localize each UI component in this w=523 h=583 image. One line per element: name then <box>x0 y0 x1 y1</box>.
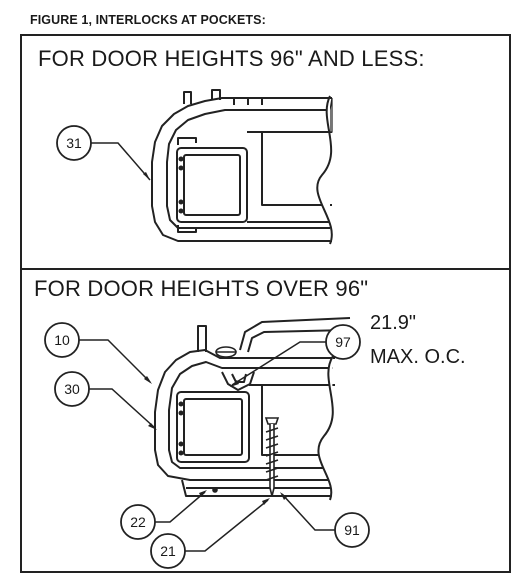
panel-top-title: FOR DOOR HEIGHTS 96" AND LESS: <box>38 46 425 71</box>
callout-22-label: 22 <box>130 514 146 530</box>
spacing-note-line2: MAX. O.C. <box>370 346 466 368</box>
callout-91: 91 <box>280 492 370 548</box>
figure-title: FIGURE 1, INTERLOCKS AT POCKETS: <box>30 13 266 27</box>
callout-91-label: 91 <box>344 522 360 538</box>
panel-bottom-title: FOR DOOR HEIGHTS OVER 96" <box>34 276 369 301</box>
callout-10: 10 <box>44 322 152 384</box>
callout-97-label: 97 <box>335 334 351 350</box>
callout-30: 30 <box>54 371 157 430</box>
weatherstrip-bottom <box>178 401 218 493</box>
callout-97: 97 <box>230 324 361 387</box>
callout-31: 31 <box>56 125 151 181</box>
figure-frame <box>20 34 511 573</box>
weatherstrip-top <box>178 156 184 214</box>
callout-10-label: 10 <box>54 332 70 348</box>
bottom-interlock-profile <box>154 317 351 497</box>
panel-divider <box>20 268 511 270</box>
break-line-bottom <box>317 355 334 501</box>
callout-31-label: 31 <box>66 135 82 151</box>
fastener-screw <box>264 417 280 497</box>
top-interlock-profile <box>151 89 332 242</box>
callout-21-label: 21 <box>160 543 176 559</box>
callout-22: 22 <box>120 490 207 540</box>
callout-21: 21 <box>150 498 270 569</box>
spacing-note-line1: 21.9" <box>370 312 417 334</box>
break-line-top <box>316 95 333 245</box>
rivet-head <box>215 346 237 358</box>
callout-30-label: 30 <box>64 381 80 397</box>
